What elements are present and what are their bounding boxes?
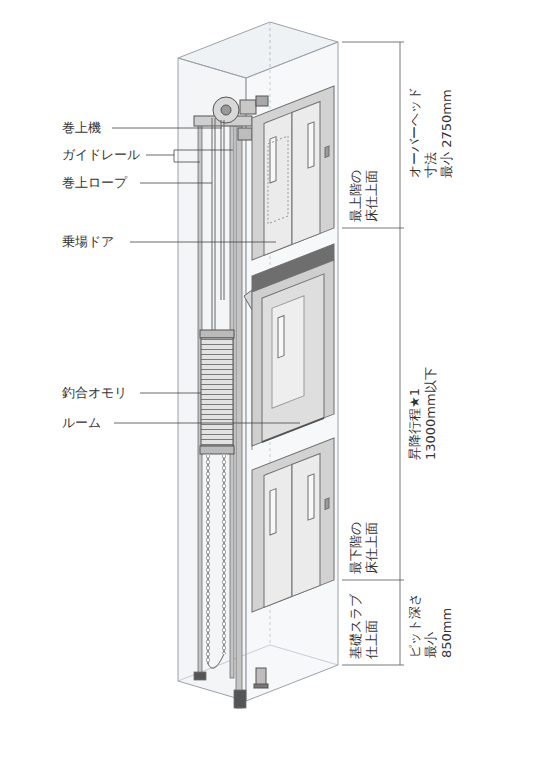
part-name: 釣合オモリ [62,385,127,401]
dimension-text: 最上階の床仕上面 [348,165,380,222]
counterweight [200,330,234,454]
dimension-label: 最上階の床仕上面 [348,165,380,222]
compensating-chain [206,454,226,668]
hoist-rope [212,118,224,336]
part-name: ガイドレール [62,147,140,163]
dimension-text: 昇降行程★1 [407,356,423,460]
dimension-text: オーバーヘッド寸法 [407,81,439,179]
dimension-label: ピット深さ最小 850mm [407,580,455,658]
car-cab [252,244,334,446]
part-name: 巻上機 [62,120,101,136]
dimension-text: 基礎スラブ仕上面 [348,589,380,659]
buffer [254,668,268,688]
dimension-text: 最小 2750mm [439,81,455,179]
dimension-text: 13000mm以下 [423,356,439,460]
landing-door-bottom [252,438,334,612]
dimension-label: 最下階の床仕上面 [348,517,380,574]
part-name: ルーム [62,415,101,431]
dimension-label: 基礎スラブ仕上面 [348,589,380,659]
dimension-text: 最下階の床仕上面 [348,517,380,574]
dimension-text: 最小 850mm [423,580,455,658]
dimension-label: オーバーヘッド寸法最小 2750mm [407,81,455,179]
dimension-label: 昇降行程★113000mm以下 [407,356,439,460]
dimension-line [342,42,404,665]
leader-line [112,128,300,423]
hoistway [178,22,338,701]
part-name: 巻上ロープ [62,175,127,191]
part-name: 乗場ドア [62,234,114,250]
dimension-text: ピット深さ [407,580,423,658]
guide-rail [194,118,246,708]
landing-door-top [252,86,334,260]
